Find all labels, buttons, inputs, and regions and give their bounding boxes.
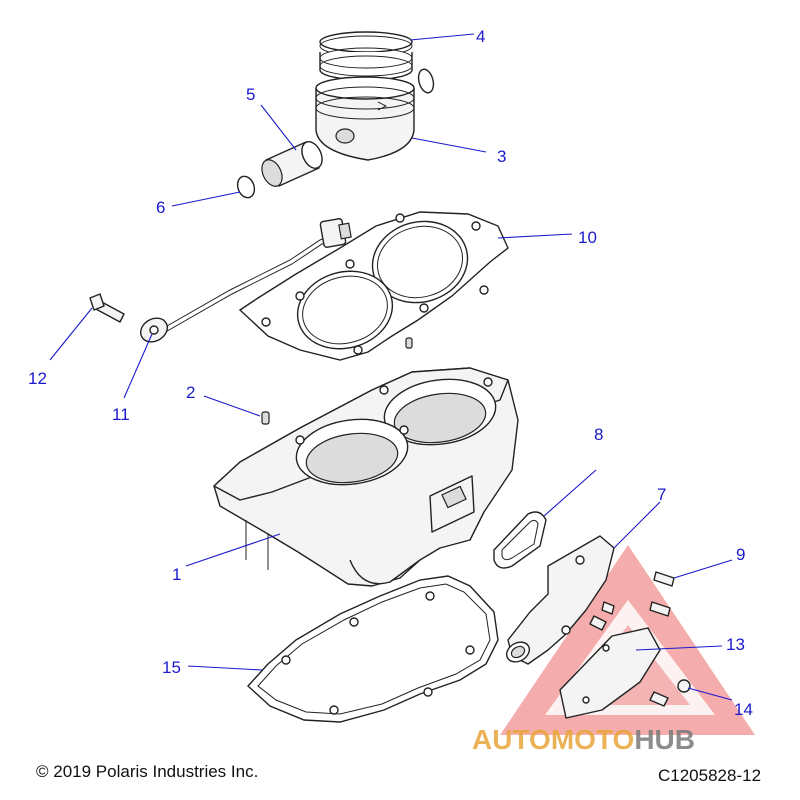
callout-1: 1 xyxy=(172,565,181,584)
callout-14: 14 xyxy=(734,700,753,719)
callout-5: 5 xyxy=(246,85,255,104)
callout-9: 9 xyxy=(736,545,745,564)
coolant-outlet xyxy=(505,535,615,665)
watermark-text: AUTOMOTOHUB xyxy=(472,724,695,755)
bolts-9 xyxy=(589,571,675,631)
callout-4: 4 xyxy=(476,27,485,46)
callout-15: 15 xyxy=(162,658,181,677)
callout-12: 12 xyxy=(28,369,47,388)
piston-pin xyxy=(261,141,323,187)
leader-lines xyxy=(49,33,733,701)
drawing-number: C1205828-12 xyxy=(658,766,762,785)
copyright-notice: © 2019 Polaris Industries Inc. xyxy=(36,762,259,781)
watermark-part2: HUB xyxy=(634,724,695,755)
callout-10: 10 xyxy=(578,228,597,247)
svg-text:AUTOMOTOHUB: AUTOMOTOHUB xyxy=(472,724,695,755)
callout-3: 3 xyxy=(497,147,506,166)
callout-2: 2 xyxy=(186,383,195,402)
head-gasket xyxy=(238,211,509,361)
dowel-pin xyxy=(261,411,270,425)
callout-6: 6 xyxy=(156,198,165,217)
base-gasket xyxy=(247,575,499,723)
callouts: 1 2 3 4 5 6 7 8 9 10 11 12 13 14 15 xyxy=(28,27,753,719)
outlet-gasket xyxy=(493,511,547,569)
knock-sensor xyxy=(139,218,352,343)
bolts-14 xyxy=(649,679,691,707)
callout-11: 11 xyxy=(112,405,130,424)
bolt-12 xyxy=(89,293,125,323)
callout-13: 13 xyxy=(726,635,745,654)
cylinder-block xyxy=(213,367,519,587)
piston xyxy=(315,76,415,161)
piston-rings xyxy=(319,31,435,94)
watermark-part1: AUTOMOTO xyxy=(472,724,634,755)
callout-8: 8 xyxy=(594,425,603,444)
circlip xyxy=(236,175,256,199)
outlet-cover xyxy=(559,627,661,719)
callout-7: 7 xyxy=(657,485,666,504)
